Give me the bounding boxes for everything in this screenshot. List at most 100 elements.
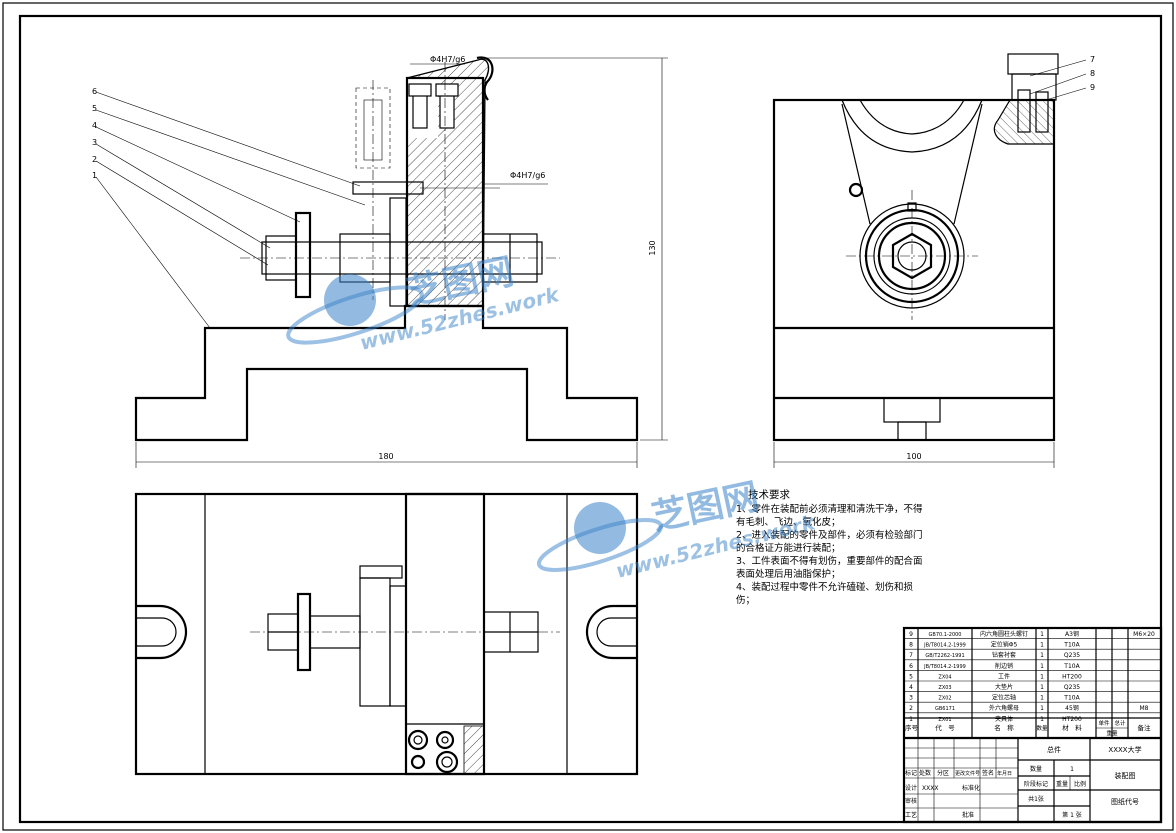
balloon-8: 8	[1090, 69, 1095, 78]
bom-cell-material: A3钢	[1065, 630, 1079, 638]
bom-cell-name: 钻套衬套	[992, 651, 1016, 659]
tech-req-line: 4、装配过程中零件不允许磕碰、划伤和损	[736, 581, 914, 593]
bom-row: 1 ZX01 夹具体 1 HT200	[909, 715, 1082, 723]
drawing-type: 装配图	[1115, 771, 1136, 780]
bom-cell-name: 工件	[998, 672, 1010, 680]
balloon-6: 6	[92, 87, 97, 96]
bushing-section	[993, 99, 1055, 145]
bom-header-name: 名 称	[994, 723, 1014, 732]
tech-req-line: 的合格证方能进行装配；	[736, 542, 841, 554]
bom-cell-name: 定位销Φ5	[991, 641, 1018, 649]
bom-cell-name: 内六角圆柱头螺钉	[980, 630, 1028, 638]
rev-col: 处数	[919, 769, 931, 777]
qty-label: 数量	[1030, 765, 1042, 773]
balloon-5: 5	[92, 104, 97, 113]
bom-row: 6 JB/T8014.2-1999 削边销 1 T10A	[909, 662, 1081, 670]
balloon-4: 4	[92, 121, 97, 130]
dim-height-front: 130	[648, 240, 657, 255]
bom-cell-qty: 1	[1040, 642, 1044, 649]
bom-cell-qty: 1	[1040, 663, 1044, 670]
bom-cell-code: JB/T8014.2-1999	[923, 664, 966, 670]
stage-label: 阶段标记	[1024, 780, 1048, 788]
bom-cell-code: ZX03	[938, 685, 951, 691]
bom-cell-name: 削边销	[995, 662, 1013, 670]
top-view	[134, 492, 639, 776]
rev-col: 分区	[937, 769, 949, 777]
bom-header-total: 总计	[1114, 719, 1126, 727]
bom-cell-name: 定位芯轴	[992, 694, 1016, 702]
bom-cell-no: 4	[909, 684, 913, 691]
tech-req-line: 2、进入装配的零件及部件，必须有检验部门	[736, 529, 923, 541]
rev-col: 更改文件号	[955, 770, 980, 777]
bom-header-unit: 单件	[1098, 719, 1110, 727]
bom-cell-no: 7	[909, 652, 913, 659]
bom-header-no: 序号	[905, 723, 919, 732]
drawing-label: 总件	[1047, 745, 1061, 754]
balloon-9: 9	[1090, 83, 1095, 92]
bom-cell-no: 3	[909, 695, 913, 702]
fit-label-mid: Φ4H7/g6	[510, 171, 545, 180]
bom-cell-qty: 1	[1040, 716, 1044, 723]
tech-req-line: 表面处理后用油脂保护；	[736, 568, 841, 580]
design-label: 设计	[905, 784, 917, 792]
bom-cell-note: M6×20	[1133, 631, 1155, 638]
bom-cell-code: GB6171	[935, 706, 955, 712]
technical-requirements: 技术要求 1、零件在装配前必须清理和清洗干净，不得 有毛刺、飞边、氧化皮； 2、…	[736, 488, 923, 606]
sheet-label: 共1张	[1028, 795, 1044, 803]
bom-header-material: 材 料	[1062, 723, 1082, 732]
bom-header-weight: 重量	[1106, 729, 1118, 737]
tech-req-line: 3、工件表面不得有划伤，重要部件的配合面	[736, 555, 923, 567]
front-view: 180 130 Φ4H7/g6 Φ4H7/g6 6 5 4 3 2 1	[92, 55, 668, 468]
dim-width-side: 100	[906, 452, 921, 461]
bom-cell-code: ZX04	[938, 674, 951, 680]
bom-cell-code: ZX01	[938, 717, 951, 723]
bom-cell-no: 1	[909, 716, 913, 723]
balloon-3: 3	[92, 138, 97, 147]
bom-cell-name: 夹具体	[995, 715, 1013, 723]
rev-col: 年月日	[997, 770, 1012, 777]
bom-cell-material: HT200	[1062, 673, 1082, 680]
bom-cell-code: GB70.1-2000	[929, 632, 962, 638]
bom-cell-material: T10A	[1063, 695, 1080, 702]
front-balloons: 6 5 4 3 2 1	[92, 87, 97, 180]
scale-label: 比例	[1074, 780, 1086, 788]
standard-label: 标准化	[962, 784, 980, 792]
bom-row: 7 GB/T2262-1991 钻套衬套 1 Q235	[909, 651, 1080, 659]
bom-cell-material: Q235	[1064, 652, 1080, 659]
fit-label-top: Φ4H7/g6	[430, 55, 465, 64]
bom-cell-code: GB/T2262-1991	[925, 653, 964, 659]
bom-cell-no: 6	[909, 663, 913, 670]
bom-cell-material: HT200	[1062, 716, 1082, 723]
rev-col: 标记	[905, 769, 917, 777]
bom-cell-qty: 1	[1040, 652, 1044, 659]
weight-label: 重量	[1056, 780, 1068, 788]
bom-header-code: 代 号	[935, 723, 955, 732]
tech-req-line: 有毛刺、飞边、氧化皮；	[736, 516, 841, 528]
design-name: XXXX	[922, 785, 938, 792]
bom-header-note: 备注	[1138, 723, 1152, 732]
bom-cell-qty: 1	[1040, 695, 1044, 702]
inner-frame	[18, 14, 1163, 824]
process-label: 工艺	[905, 811, 917, 819]
qty-value: 1	[1070, 766, 1074, 773]
bom-cell-no: 8	[909, 642, 913, 649]
bom-cell-qty: 1	[1040, 684, 1044, 691]
bom-cell-no: 9	[909, 631, 913, 638]
dim-width-front: 180	[378, 452, 393, 461]
bom-cell-material: T10A	[1063, 663, 1080, 670]
bom-cell-code: JB/T8014.2-1999	[923, 643, 966, 649]
rev-col: 签名	[982, 769, 994, 777]
bom-cell-material: Q235	[1064, 684, 1080, 691]
bom-cell-qty: 1	[1040, 673, 1044, 680]
drawing-no-label: 图纸代号	[1111, 797, 1139, 806]
bom-cell-material: 45钢	[1065, 704, 1079, 712]
tech-req-line: 1、零件在装配前必须清理和清洗干净，不得	[736, 503, 923, 515]
tech-req-line: 伤；	[736, 594, 755, 606]
